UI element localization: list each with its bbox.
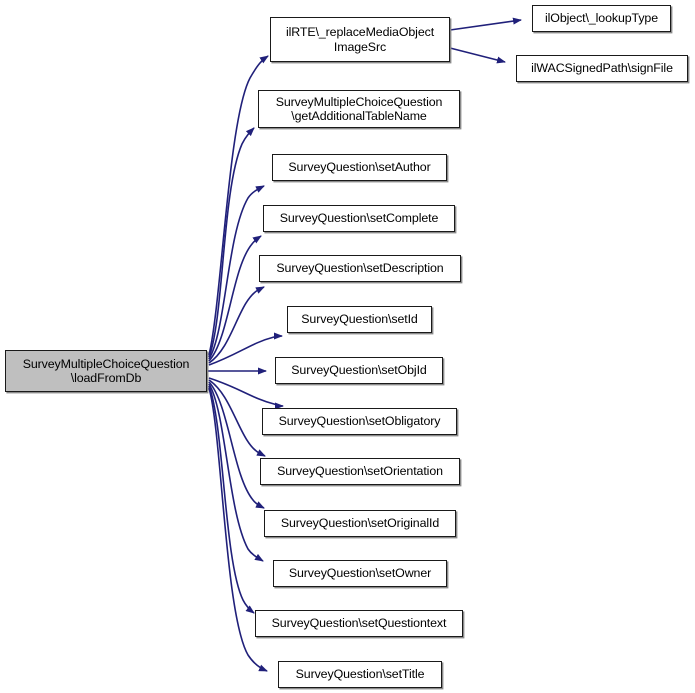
node-set-obj-id[interactable]: SurveyQuestion\setObjId: [275, 357, 443, 384]
node-label: SurveyQuestion\setDescription: [276, 261, 444, 276]
edge-replace-media-object-image-src-to-sign-file: [449, 47, 506, 64]
node-label: SurveyQuestion\setQuestiontext: [271, 616, 447, 631]
edge-root-to-set-id: [208, 332, 283, 366]
node-set-original-id[interactable]: SurveyQuestion\setOriginalId: [264, 510, 456, 537]
node-set-description[interactable]: SurveyQuestion\setDescription: [259, 255, 461, 282]
node-label: SurveyQuestion\setAuthor: [288, 160, 431, 175]
node-label: SurveyQuestion\setId: [301, 312, 418, 327]
node-label: SurveyQuestion\setTitle: [295, 667, 425, 682]
node-get-additional-table-name[interactable]: SurveyMultipleChoiceQuestion\getAddition…: [258, 90, 460, 128]
node-set-questiontext[interactable]: SurveyQuestion\setQuestiontext: [255, 610, 463, 637]
node-set-obligatory[interactable]: SurveyQuestion\setObligatory: [262, 408, 457, 435]
node-label: SurveyMultipleChoiceQuestion: [22, 356, 190, 371]
node-root[interactable]: SurveyMultipleChoiceQuestion\loadFromDb: [5, 350, 207, 392]
node-lookup-type[interactable]: ilObject\_lookupType: [532, 5, 671, 32]
edge-root-to-set-owner: [208, 383, 264, 562]
node-label: ilWACSignedPath\signFile: [531, 61, 673, 76]
node-label: ImageSrc: [333, 39, 387, 54]
edge-root-to-get-additional-table-name: [208, 127, 255, 358]
node-label: \loadFromDb: [70, 371, 142, 385]
node-label: SurveyQuestion\setOwner: [288, 566, 432, 581]
edge-root-to-set-original-id: [208, 381, 265, 509]
node-label: SurveyQuestion\setOrientation: [277, 464, 443, 479]
edge-root-to-set-complete: [208, 235, 262, 362]
node-label: \getAdditionalTableName: [291, 109, 427, 123]
node-set-owner[interactable]: SurveyQuestion\setOwner: [273, 560, 447, 587]
node-set-author[interactable]: SurveyQuestion\setAuthor: [272, 154, 447, 181]
edge-root-to-set-author: [208, 185, 265, 360]
node-label: SurveyQuestion\setOriginalId: [280, 516, 440, 531]
node-label: SurveyQuestion\setComplete: [279, 211, 439, 226]
node-set-title[interactable]: SurveyQuestion\setTitle: [278, 661, 442, 688]
node-label: ilObject\_lookupType: [544, 11, 659, 26]
node-label: SurveyQuestion\setObligatory: [278, 414, 441, 429]
node-sign-file[interactable]: ilWACSignedPath\signFile: [516, 55, 688, 82]
edge-root-to-set-obligatory: [208, 377, 284, 410]
node-label: ilRTE\_replaceMediaObject: [285, 25, 435, 39]
edge-root-to-set-description: [208, 286, 265, 364]
edge-root-to-set-questiontext: [208, 385, 255, 614]
node-set-id[interactable]: SurveyQuestion\setId: [287, 306, 432, 333]
node-label: SurveyQuestion\setObjId: [291, 363, 427, 378]
node-label: SurveyMultipleChoiceQuestion: [275, 94, 443, 109]
node-set-complete[interactable]: SurveyQuestion\setComplete: [263, 205, 455, 232]
node-set-orientation[interactable]: SurveyQuestion\setOrientation: [260, 458, 460, 485]
edge-replace-media-object-image-src-to-lookup-type: [449, 17, 522, 31]
edge-root-to-set-orientation: [208, 379, 266, 457]
